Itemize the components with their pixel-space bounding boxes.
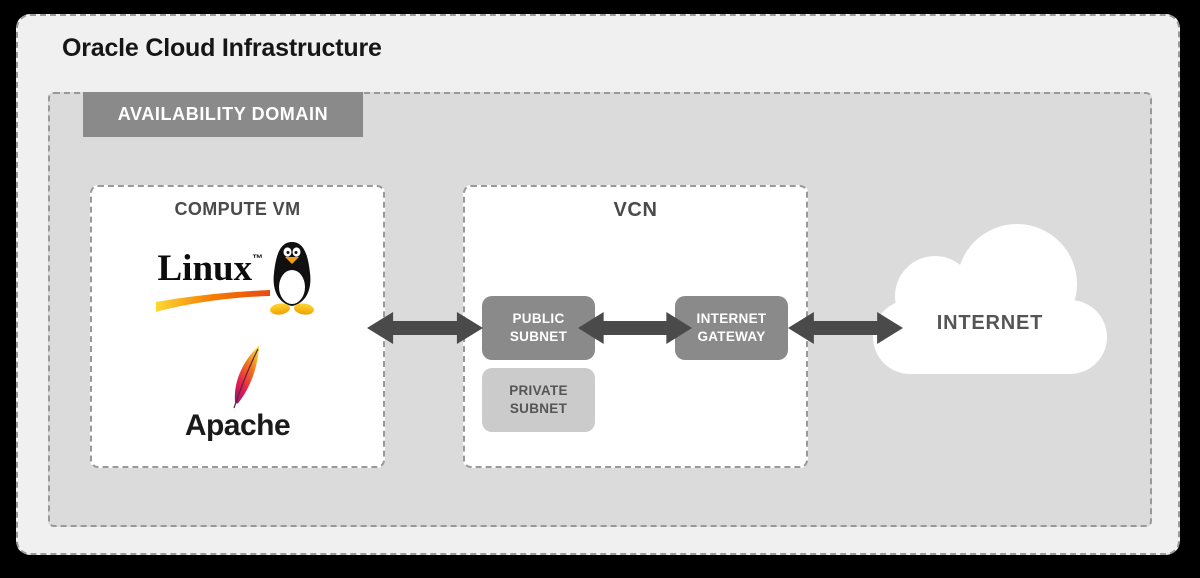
apache-wordmark: Apache [184, 409, 291, 442]
private-subnet-node: PRIVATE SUBNET [482, 368, 595, 432]
oci-panel: Oracle Cloud Infrastructure AVAILABILITY… [16, 14, 1180, 555]
internet-gateway-label-line1: INTERNET [696, 311, 767, 327]
linux-swoosh-icon [155, 289, 270, 312]
linux-wordmark: Linux™ [158, 250, 272, 287]
internet-cloud: INTERNET [867, 220, 1113, 380]
apache-feather-icon [232, 346, 259, 409]
public-subnet-label-line1: PUBLIC [512, 311, 565, 327]
arrow-compute-to-public-subnet [367, 310, 483, 346]
compute-vm-box: COMPUTE VM Linux™ [90, 185, 385, 468]
double-arrow-icon [788, 312, 903, 344]
cloud-icon [873, 224, 1107, 374]
availability-domain-label: AVAILABILITY DOMAIN [117, 104, 329, 124]
private-subnet-label-line2: SUBNET [509, 401, 568, 416]
double-arrow-icon [578, 312, 692, 344]
availability-domain-box: AVAILABILITY DOMAIN COMPUTE VM Linux™ [48, 92, 1152, 527]
apache-logo: Apache [92, 345, 383, 443]
compute-vm-title: COMPUTE VM [174, 199, 301, 219]
private-subnet-label-line1: PRIVATE [509, 383, 568, 399]
availability-domain-tab: AVAILABILITY DOMAIN [83, 92, 363, 137]
tux-icon [269, 242, 314, 315]
public-subnet-label-line2: SUBNET [509, 329, 568, 344]
page-title: Oracle Cloud Infrastructure [62, 34, 382, 62]
internet-label: INTERNET [936, 312, 1044, 334]
vcn-title: VCN [613, 199, 658, 221]
internet-gateway-label-line2: GATEWAY [697, 329, 766, 344]
linux-name: Linux [157, 247, 253, 289]
public-subnet-node: PUBLIC SUBNET [482, 296, 595, 360]
internet-gateway-node: INTERNET GATEWAY [675, 296, 788, 360]
arrow-gateway-to-internet [788, 310, 903, 346]
arrow-public-subnet-to-gateway [578, 310, 692, 346]
linux-wordmark-block: Linux™ [155, 250, 272, 313]
double-arrow-icon [367, 312, 483, 344]
linux-logo: Linux™ [92, 242, 383, 315]
linux-trademark: ™ [252, 252, 264, 265]
